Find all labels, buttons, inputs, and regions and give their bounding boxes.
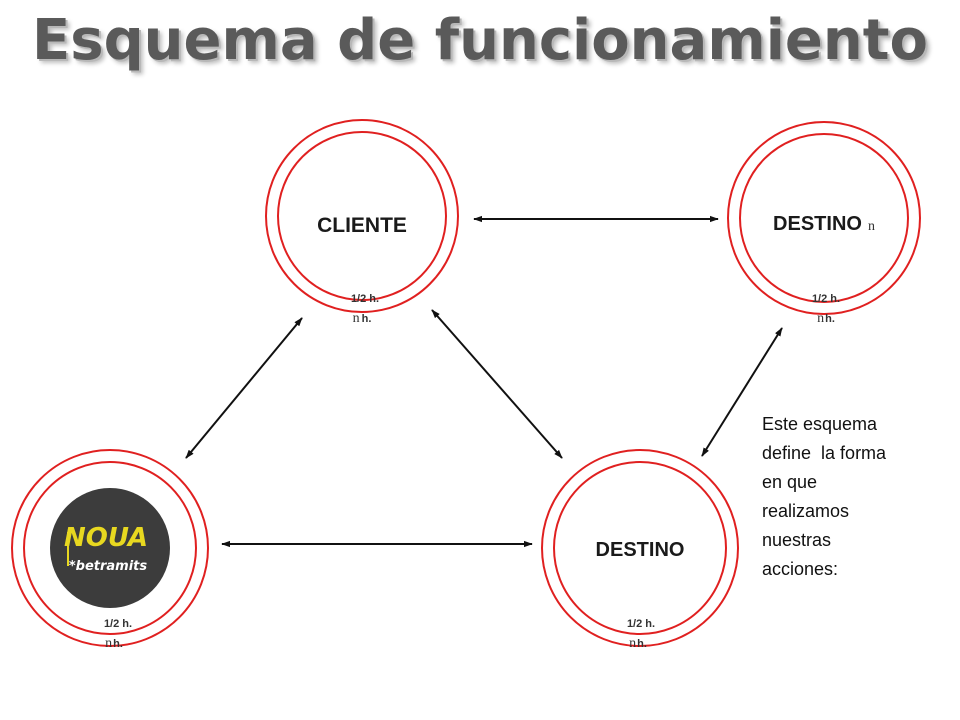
description-line: realizamos [762,501,850,521]
node-label: DESTINO [596,539,685,561]
svg-text:NOUA: NOUA [64,523,148,553]
page-title: Esquema de funcionamiento [32,8,928,73]
time-label-top: 1/2 h. [627,618,655,630]
node-destino: DESTINO 1/2 h. nh. [541,449,739,651]
description-text: Este esquema define la forma en que real… [762,410,932,584]
description-line: Este esquema [762,414,878,434]
description-line: en que [762,472,818,492]
time-label-top: 1/2 h. [812,293,840,305]
time-label-bottom: nh. [105,636,123,651]
description-line: define la forma [762,443,887,463]
description-line: nuestras [762,530,832,550]
double-arrow-icon [185,317,303,459]
time-label-top: 1/2 h. [104,618,132,630]
time-label-bottom: nh. [817,311,835,326]
nova-betramits-logo: NOUA *betramits [50,488,170,608]
svg-text:*betramits: *betramits [69,559,148,574]
node-label: CLIENTE [317,214,407,237]
double-arrow-icon [431,309,563,459]
time-label-bottom: nh. [629,636,647,651]
time-label-top: 1/2 h. [351,293,379,305]
description-line: acciones: [762,559,839,579]
node-nova: NOUA *betramits 1/2 h. nh. [11,449,209,651]
double-arrow-icon [701,327,783,457]
